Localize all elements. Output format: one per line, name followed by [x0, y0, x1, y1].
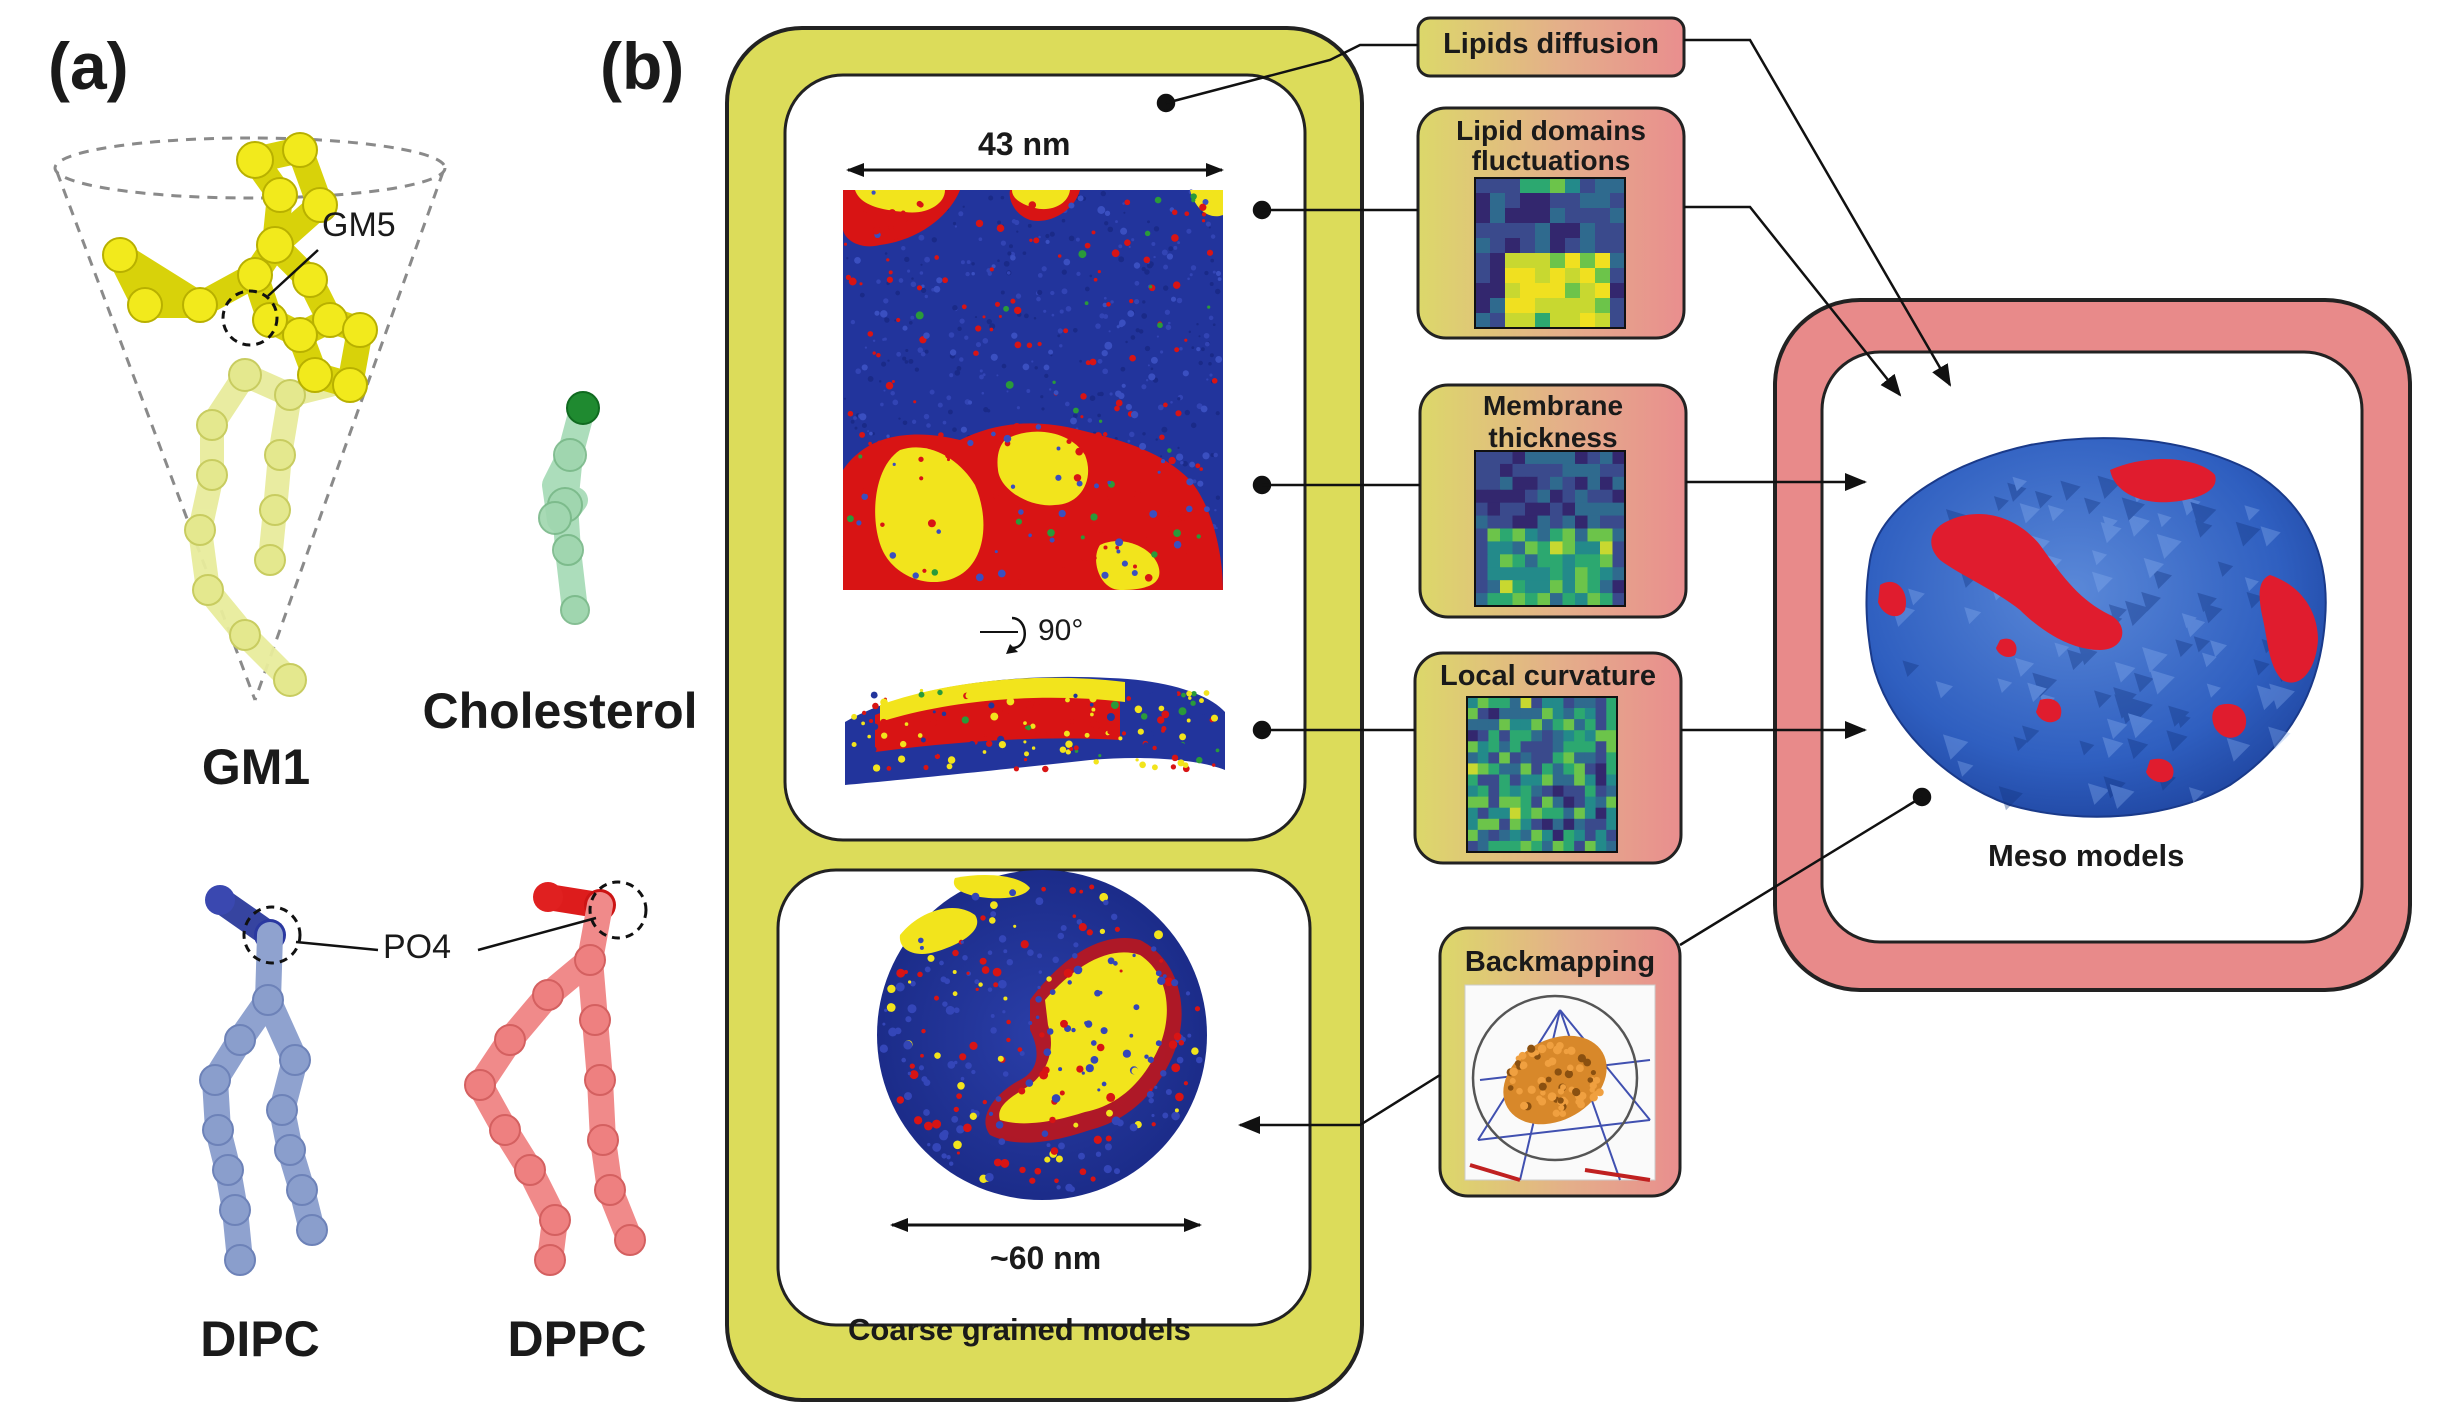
dppc-po4-marker — [588, 880, 648, 940]
heatmap-domains — [1474, 177, 1626, 329]
panel-a-label: (a) — [48, 29, 129, 103]
rotation-label: 90° — [1038, 614, 1084, 647]
local-curvature-title: Local curvature — [1440, 660, 1656, 692]
lipids-diffusion-title: Lipids diffusion — [1443, 28, 1659, 60]
cg-membrane-top-view — [842, 189, 1223, 590]
lipid-domains-title: Lipid domains fluctuations — [1456, 115, 1646, 176]
cg-membrane-side-view — [845, 676, 1225, 785]
gm1-label: GM1 — [201, 739, 311, 795]
dppc-label: DPPC — [507, 1311, 647, 1367]
heatmap-curvature — [1466, 696, 1618, 853]
patch-width-label: 43 nm — [978, 126, 1071, 162]
gm5-marker — [221, 289, 279, 347]
dipc-po4-marker — [242, 905, 302, 965]
cholesterol-molecule — [538, 391, 600, 625]
dipc-label: DIPC — [200, 1311, 320, 1367]
cholesterol-label: Cholesterol — [422, 683, 698, 739]
rotation-symbol — [980, 616, 1026, 654]
backmapping-image — [1464, 984, 1656, 1182]
backmapping-title: Backmapping — [1464, 946, 1656, 978]
panel-b-label: (b) — [600, 29, 685, 103]
cg-caption: Coarse grained models — [848, 1312, 1191, 1347]
gm5-label: GM5 — [322, 206, 396, 244]
dipc-molecule — [199, 885, 328, 1276]
vesicle-diameter-label: ~60 nm — [990, 1240, 1102, 1276]
cg-vesicle — [877, 870, 1207, 1200]
meso-vesicle — [1865, 437, 2327, 818]
heatmap-thickness — [1474, 450, 1626, 607]
meso-caption: Meso models — [1988, 838, 2185, 873]
membrane-thickness-title: Membrane thickness — [1482, 390, 1624, 453]
gm1-molecule — [102, 132, 378, 697]
po4-leader-right — [477, 916, 597, 952]
connectors — [1156, 38, 1952, 1134]
po4-label: PO4 — [383, 928, 452, 966]
po4-leader-left — [295, 940, 379, 952]
dppc-molecule — [464, 880, 648, 1276]
box-lipids-diffusion — [1416, 16, 1686, 78]
